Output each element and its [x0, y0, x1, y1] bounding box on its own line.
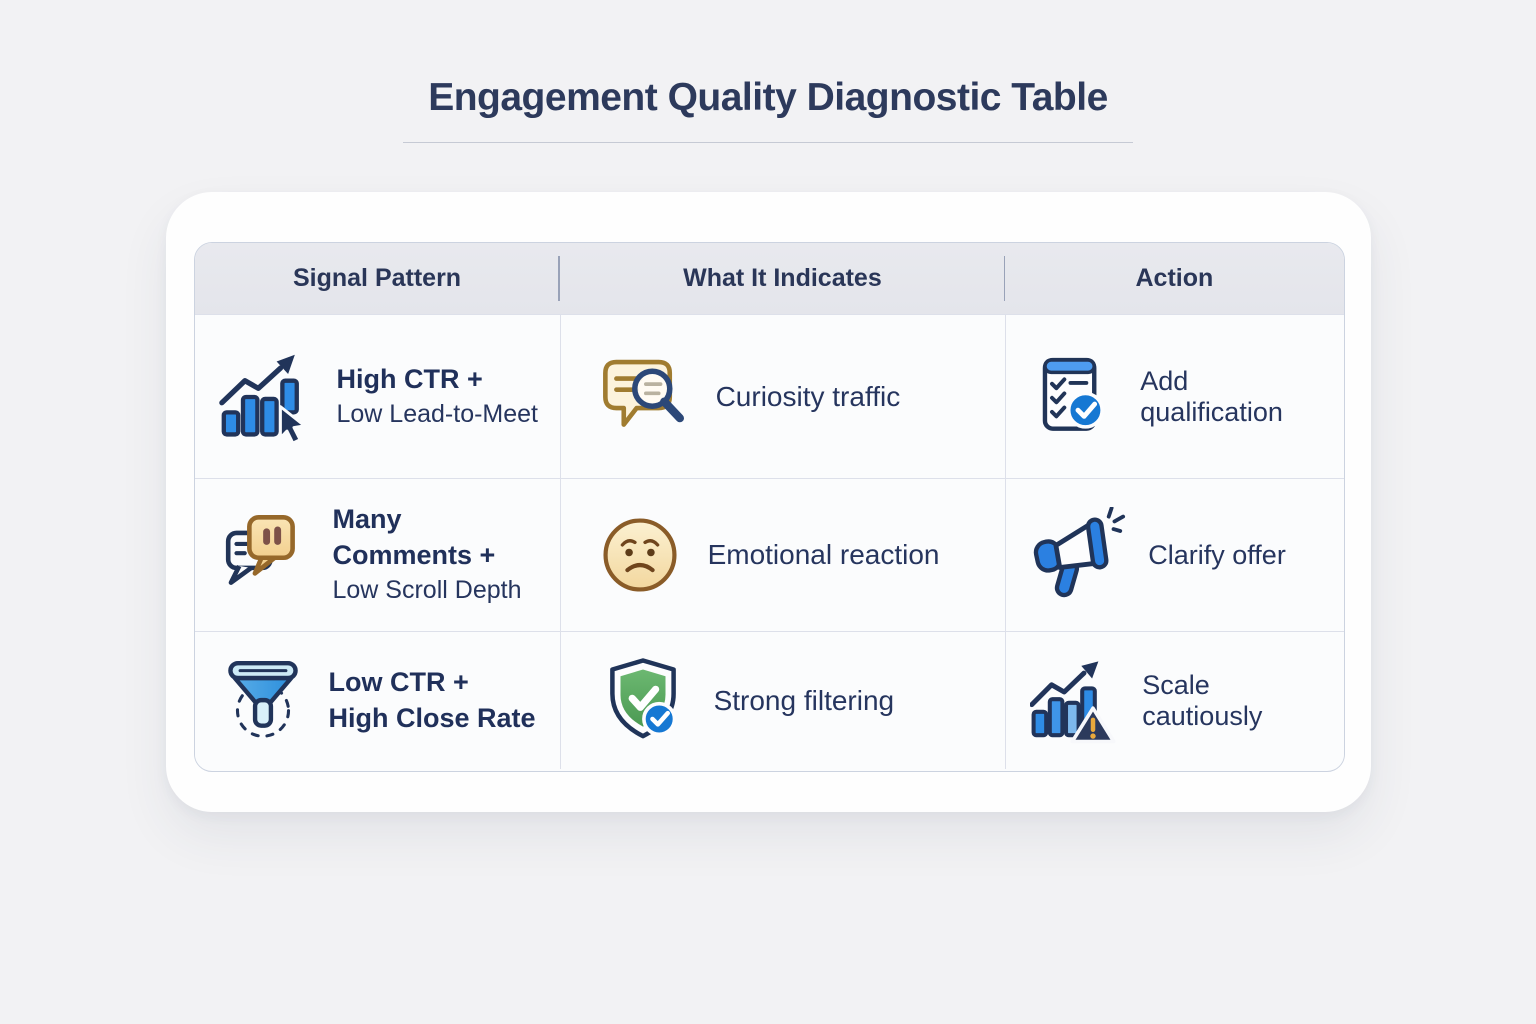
- action-label: Add qualification: [1140, 365, 1283, 427]
- signal-line: Low Lead-to-Meet: [336, 399, 539, 428]
- indicates-label: Curiosity traffic: [715, 380, 901, 412]
- action-label: Scale cautiously: [1142, 669, 1263, 731]
- comment-magnifier-icon: [602, 359, 684, 427]
- diagnostic-table: Signal Pattern What It Indicates Action …: [193, 242, 1345, 772]
- cell-row1-signal: High CTR + Low Lead-to-Meet: [194, 314, 560, 478]
- bar-chart-growth-cursor-icon: [218, 354, 306, 445]
- cell-row2-signal: Many Comments + Low Scroll Depth: [194, 478, 560, 631]
- signal-line: Comments +: [332, 540, 496, 571]
- signal-line: High CTR +: [336, 363, 483, 394]
- action-label: Clarify offer: [1148, 539, 1286, 570]
- diagnostic-card: Signal Pattern What It Indicates Action …: [165, 192, 1371, 812]
- cell-row1-indicates: Curiosity traffic: [559, 314, 1006, 478]
- header-signal-pattern: Signal Pattern: [194, 243, 560, 314]
- comment-bubbles-icon: [225, 514, 295, 585]
- signal-text: Low CTR + High Close Rate: [329, 665, 536, 737]
- signal-line: Low CTR +: [328, 666, 469, 697]
- cell-row3-indicates: Strong filtering: [559, 631, 1006, 769]
- signal-text: High CTR + Low Lead-to-Meet: [337, 362, 539, 431]
- sad-face-icon: [603, 518, 677, 592]
- page-title: Engagement Quality Diagnostic Table: [428, 76, 1108, 119]
- cell-row3-signal: Low CTR + High Close Rate: [194, 631, 560, 769]
- megaphone-icon: [1034, 507, 1126, 598]
- signal-text: Many Comments + Low Scroll Depth: [333, 502, 522, 607]
- funnel-icon: [227, 660, 298, 738]
- signal-line: Many: [332, 504, 402, 535]
- bar-chart-warning-icon: [1030, 660, 1116, 743]
- header-what-it-indicates: What It Indicates: [559, 243, 1006, 314]
- cell-row3-action: Scale cautiously: [1005, 631, 1344, 769]
- shield-check-icon: [609, 657, 676, 738]
- indicates-label: Emotional reaction: [707, 539, 940, 570]
- signal-line: High Close Rate: [328, 702, 536, 733]
- signal-line: Low Scroll Depth: [332, 576, 522, 605]
- title-divider: [403, 142, 1133, 143]
- cell-row2-indicates: Emotional reaction: [559, 478, 1006, 631]
- checklist-check-icon: [1043, 357, 1105, 431]
- indicates-label: Strong filtering: [713, 684, 895, 716]
- cell-row1-action: Add qualification: [1005, 314, 1344, 478]
- header-action: Action: [1005, 243, 1344, 314]
- cell-row2-action: Clarify offer: [1005, 478, 1344, 631]
